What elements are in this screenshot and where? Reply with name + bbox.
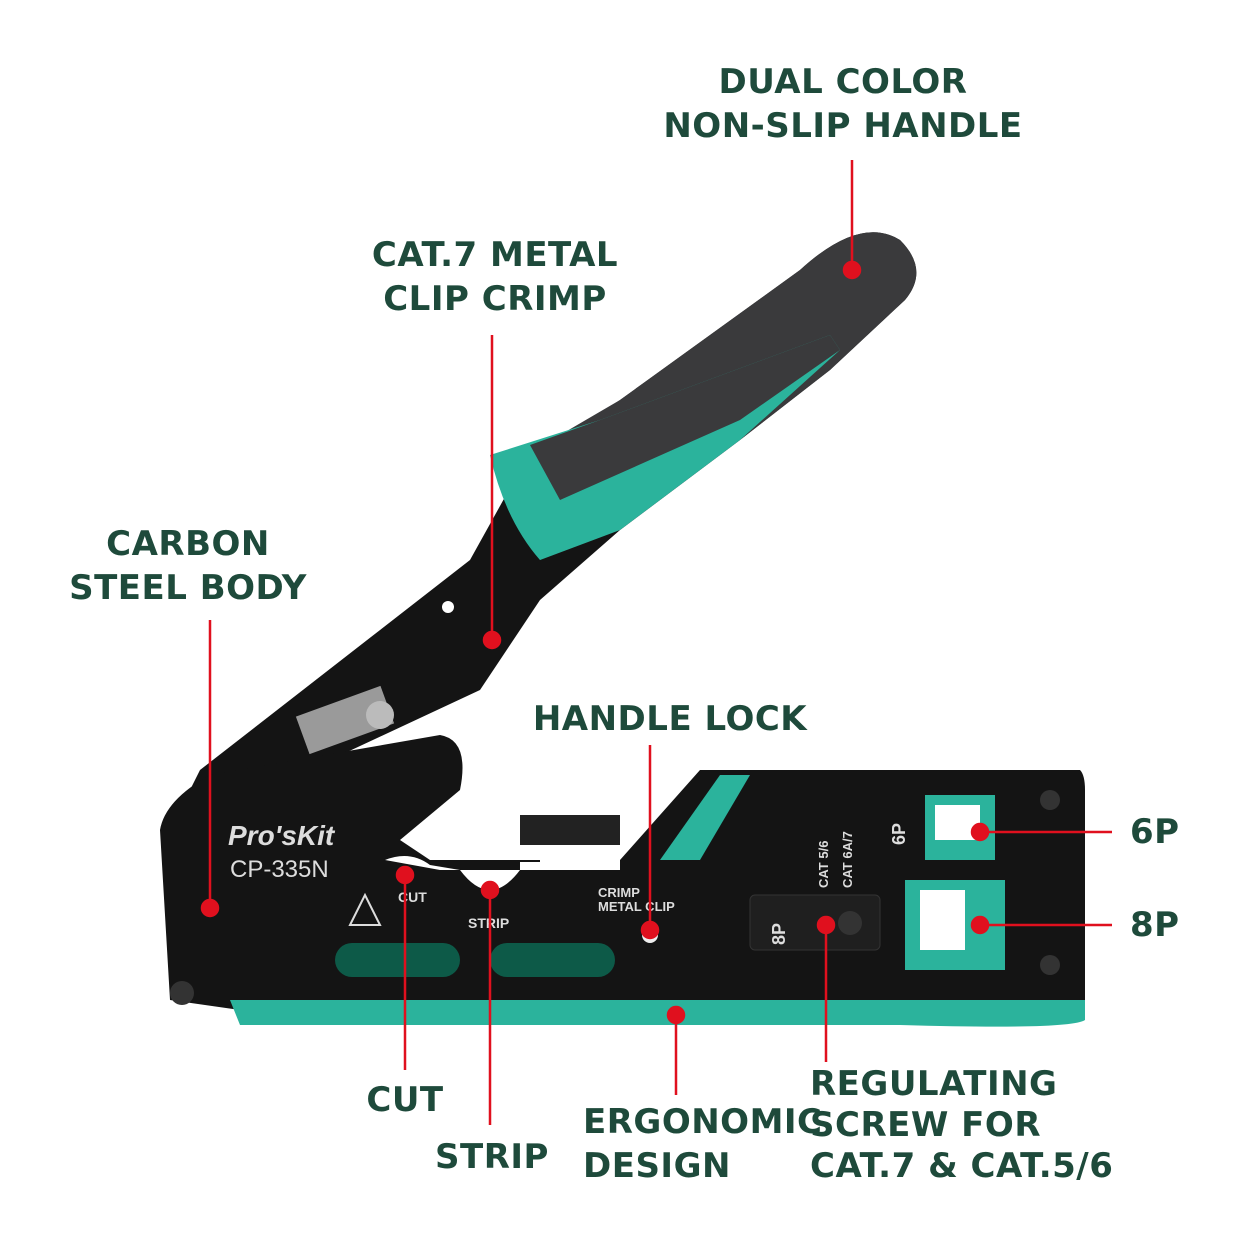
cat56-marking: CAT 5/6 <box>816 841 831 888</box>
label-line: NON-SLIP HANDLE <box>663 106 1023 146</box>
label-line: CARBON <box>106 524 270 564</box>
brand-marking: Pro'sKit <box>228 820 336 851</box>
cut-marking: CUT <box>398 889 427 905</box>
label-line: CAT.7 & CAT.5/6 <box>810 1146 1114 1186</box>
label-line: STEEL BODY <box>69 568 307 608</box>
label-line: DESIGN <box>583 1146 731 1186</box>
label-line: SCREW FOR <box>810 1105 1041 1145</box>
label-carbon-steel-body: CARBON STEEL BODY <box>69 522 307 610</box>
label-regulating-screw: REGULATING SCREW FOR CAT.7 & CAT.5/6 <box>810 1064 1113 1187</box>
label-line: CLIP CRIMP <box>383 279 607 319</box>
crimp-marking: CRIMP <box>598 885 640 900</box>
label-dual-color-handle: DUAL COLOR NON-SLIP HANDLE <box>663 60 1022 148</box>
label-strip: STRIP <box>435 1137 549 1177</box>
label-cat7-clip-crimp: CAT.7 METAL CLIP CRIMP <box>372 233 618 321</box>
label-line: CAT.7 METAL <box>371 235 619 275</box>
strip-marking: STRIP <box>468 915 509 931</box>
label-line: REGULATING <box>810 1064 1058 1104</box>
label-cut: CUT <box>366 1080 444 1120</box>
callout-lines <box>200 160 1112 1125</box>
cat6a7-marking: CAT 6A/7 <box>840 831 855 888</box>
8p-marking: 8P <box>769 923 789 945</box>
6p-marking: 6P <box>889 823 909 845</box>
label-line: DUAL COLOR <box>718 62 968 102</box>
model-marking: CP-335N <box>230 856 329 883</box>
tool-body: Pro'sKit CP-335N CUT STRIP CRIMP METAL C… <box>160 735 1085 1027</box>
metal-clip-marking: METAL CLIP <box>598 899 675 914</box>
label-ergonomic-design: ERGONOMIC DESIGN <box>583 1100 823 1188</box>
label-8p: 8P <box>1130 905 1180 945</box>
upper-handle <box>175 232 917 820</box>
label-line: ERGONOMIC <box>583 1102 823 1142</box>
label-6p: 6P <box>1130 812 1180 852</box>
label-handle-lock: HANDLE LOCK <box>532 699 808 739</box>
